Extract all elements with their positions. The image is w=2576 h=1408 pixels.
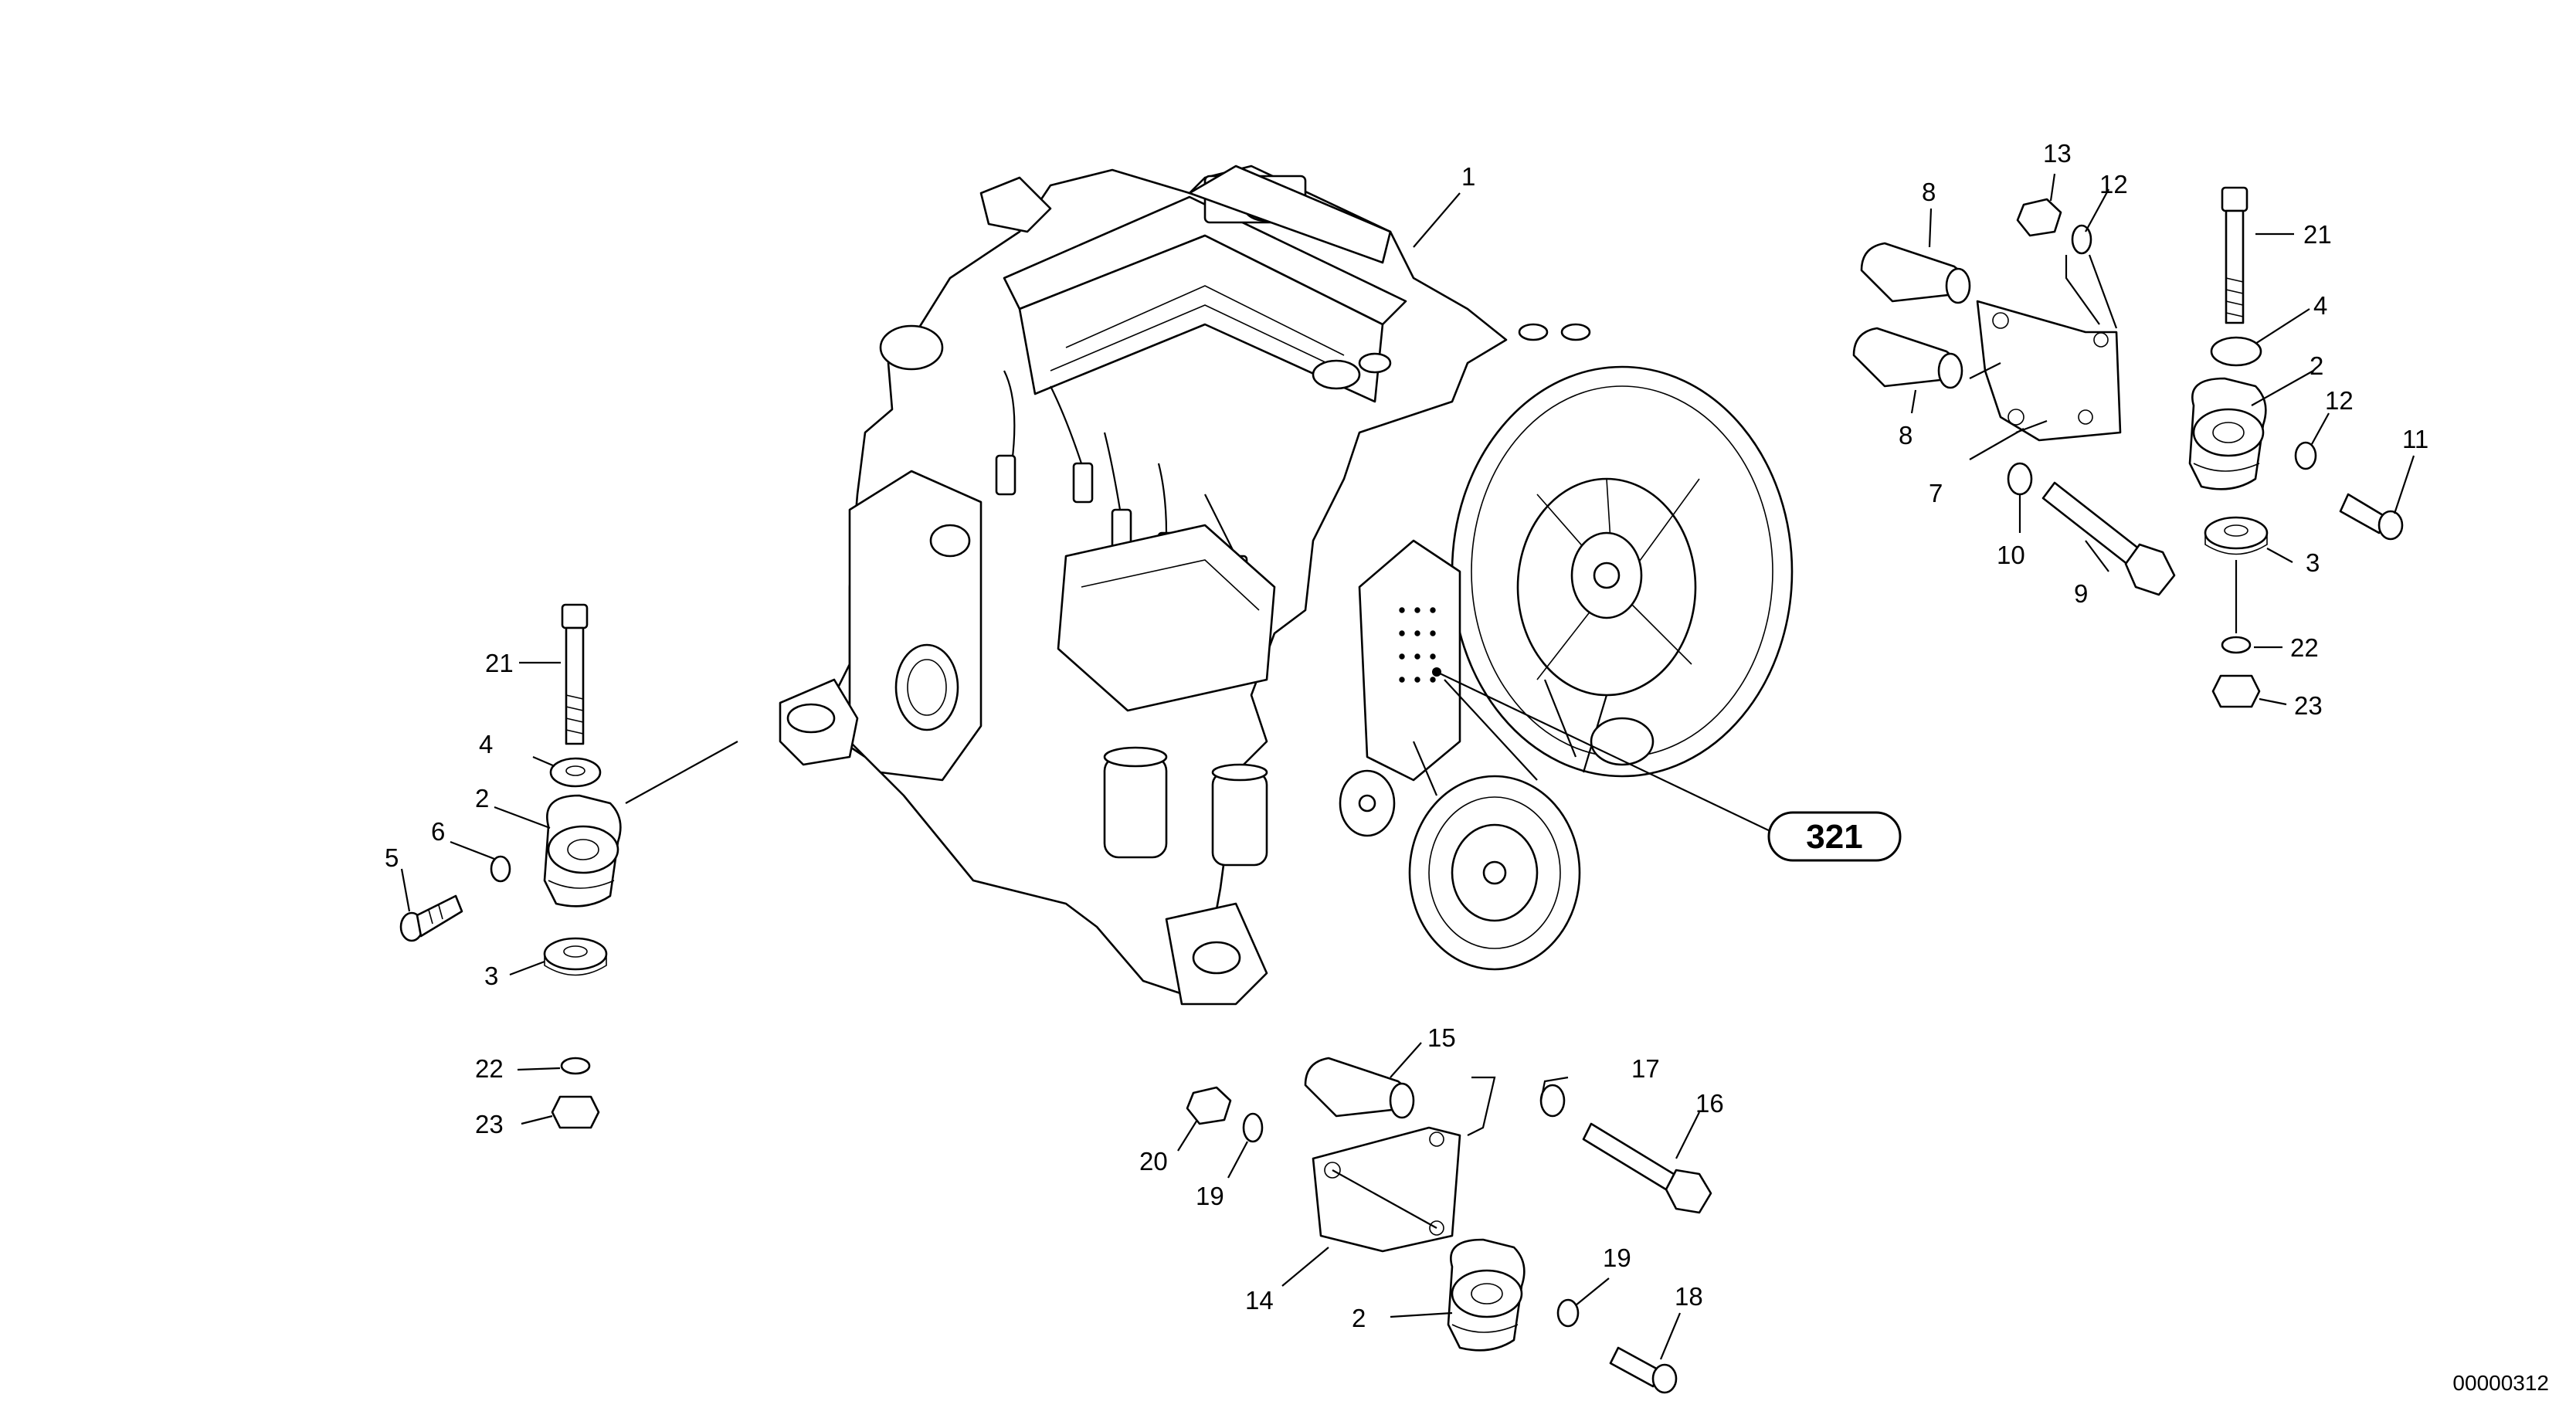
callout-2-left: 2 [475, 784, 489, 813]
callout-19-upper: 19 [1196, 1182, 1224, 1210]
leader-1 [1413, 192, 1461, 248]
nut-20 [1186, 1086, 1232, 1125]
bottom-mount-assembly [1177, 1042, 1712, 1394]
callout-7: 7 [1929, 479, 1943, 507]
callout-20: 20 [1139, 1147, 1168, 1176]
callout-1: 1 [1461, 162, 1475, 191]
bolt-5-left [399, 894, 463, 942]
rubber-mount-2-right [2188, 377, 2267, 490]
callout-13: 13 [2043, 139, 2072, 168]
svg-text:321: 321 [1806, 818, 1862, 856]
callout-5-left: 5 [385, 843, 399, 872]
callout-15: 15 [1427, 1023, 1456, 1052]
bracket-7 [1976, 300, 2122, 442]
reference-label-321[interactable]: 321 [1767, 811, 1902, 862]
callout-21-right: 21 [2303, 220, 2332, 249]
callout-2-right: 2 [2310, 351, 2323, 380]
callout-19-lower: 19 [1603, 1243, 1631, 1272]
washer-12-upper [2071, 224, 2092, 255]
bolt-11 [2339, 493, 2404, 541]
bolt-21-left [561, 603, 589, 745]
spacer-8-upper [1860, 242, 1971, 304]
callout-2-bottom: 2 [1352, 1304, 1366, 1332]
callout-11: 11 [2402, 425, 2428, 453]
callout-23-right: 23 [2294, 691, 2323, 720]
callout-17: 17 [1631, 1054, 1660, 1083]
callout-6-left: 6 [431, 817, 445, 846]
washer-19-lower [1556, 1298, 1580, 1328]
spacer-15 [1304, 1057, 1415, 1119]
washer-10 [2007, 462, 2033, 496]
leader-321-dot [1432, 667, 1441, 677]
callout-18: 18 [1675, 1282, 1703, 1311]
washer-22-right [2221, 636, 2252, 654]
callout-12-upper: 12 [2099, 170, 2128, 198]
callout-3-right: 3 [2306, 548, 2320, 577]
washer-4-right [2210, 336, 2262, 367]
document-number: 00000312 [2452, 1371, 2549, 1395]
callout-4-right: 4 [2313, 291, 2327, 320]
bolt-21-right [2221, 186, 2248, 324]
bolt-9 [2041, 481, 2176, 596]
bolt-18 [1609, 1346, 1678, 1394]
callout-9: 9 [2074, 579, 2088, 608]
alternator-vents [1399, 607, 1436, 683]
washer-6-left [490, 855, 511, 883]
left-mount-assembly [399, 603, 738, 1129]
rubber-mount-2-left [543, 794, 622, 908]
washer-19-upper [1242, 1112, 1264, 1143]
callout-8-upper: 8 [1922, 178, 1936, 206]
leader-321 [1436, 671, 1777, 835]
rubber-mount-2-bottom [1447, 1238, 1526, 1352]
callout-16: 16 [1695, 1089, 1724, 1118]
washer-4-left [549, 757, 602, 788]
nut-23-left [551, 1095, 600, 1129]
right-mount-assembly [1852, 173, 2415, 708]
callout-labels: 1 21 4 2 5 6 3 22 23 13 12 8 8 7 10 9 21… [385, 139, 2428, 1332]
callout-12-right: 12 [2325, 386, 2354, 415]
callout-3-left: 3 [484, 962, 498, 990]
washer-22-left [560, 1057, 591, 1075]
washer-3-right [2204, 516, 2269, 555]
washer-12-right [2294, 441, 2317, 470]
callout-8-lower: 8 [1899, 421, 1912, 450]
callout-21-left: 21 [485, 649, 514, 677]
callout-22-left: 22 [475, 1054, 504, 1083]
engine-assembly [779, 165, 1794, 1006]
callout-23-left: 23 [475, 1110, 504, 1138]
bolt-16 [1582, 1122, 1712, 1214]
callout-10: 10 [1997, 541, 2025, 569]
washer-17 [1539, 1084, 1566, 1118]
nut-23-right [2211, 674, 2261, 708]
spacer-8-lower [1852, 327, 1963, 389]
callout-14: 14 [1245, 1286, 1274, 1315]
callout-4-left: 4 [479, 730, 493, 758]
washer-3-left [543, 937, 608, 976]
nut-13-right [2016, 198, 2062, 237]
callout-22-right: 22 [2290, 633, 2319, 662]
